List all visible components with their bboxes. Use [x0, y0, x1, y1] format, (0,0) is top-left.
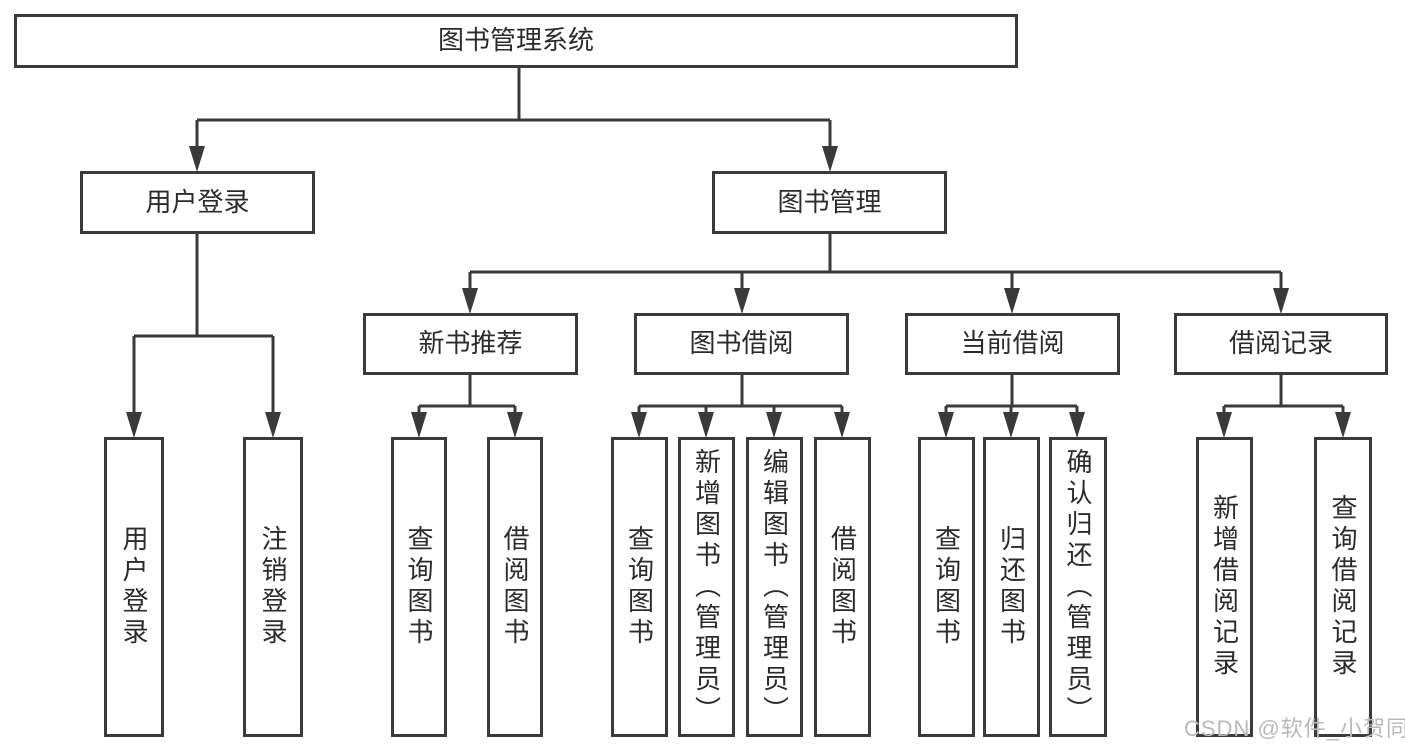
leaf-borrow-books-borrowing: 借阅图书 [814, 437, 871, 737]
arrowheads [126, 146, 1351, 438]
node-book-management: 图书管理 [712, 171, 947, 234]
node-book-borrowing: 图书借阅 [634, 313, 849, 375]
node-current-borrowing: 当前借阅 [905, 313, 1120, 375]
leaf-add-borrow-record: 新增借阅记录 [1196, 437, 1253, 737]
node-user-login: 用户登录 [80, 171, 315, 234]
leaf-return-book: 归还图书 [983, 437, 1040, 737]
node-borrowing-records: 借阅记录 [1174, 313, 1388, 375]
leaf-borrow-books-recommend: 借阅图书 [487, 437, 543, 737]
csdn-watermark: CSDN @软件_小贺同学 [1184, 716, 1405, 741]
leaf-query-books-borrowing: 查询图书 [611, 437, 668, 737]
node-root-system: 图书管理系统 [14, 14, 1018, 68]
leaf-edit-book-admin: 编辑图书（管理员） [746, 437, 803, 737]
leaf-add-book-admin: 新增图书（管理员） [678, 437, 735, 737]
leaf-logout: 注销登录 [243, 437, 303, 737]
leaf-query-books-recommend: 查询图书 [391, 437, 447, 737]
leaf-query-borrow-record: 查询借阅记录 [1314, 437, 1372, 737]
leaf-confirm-return-admin: 确认归还（管理员） [1049, 437, 1107, 737]
leaf-user-login: 用户登录 [104, 437, 164, 737]
node-new-book-recommend: 新书推荐 [363, 313, 578, 375]
leaf-query-books-current: 查询图书 [918, 437, 975, 737]
